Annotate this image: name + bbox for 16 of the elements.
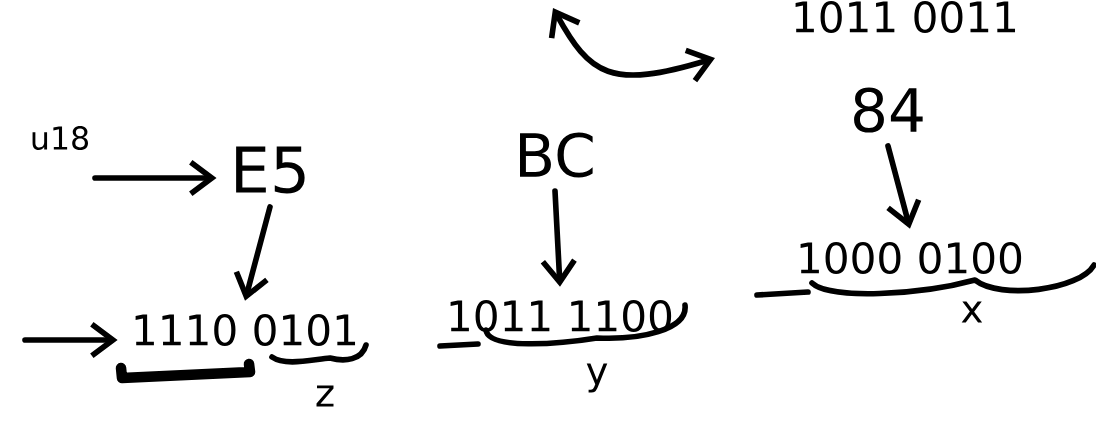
hand-label: u18 bbox=[32, 126, 88, 150]
hand-text: 1011 1100 bbox=[450, 300, 672, 332]
hand-label: z bbox=[316, 385, 334, 407]
arrow bbox=[92, 159, 217, 197]
hand-text: 1000 0100 bbox=[800, 242, 1022, 274]
hand-label: y bbox=[586, 363, 608, 393]
arrow bbox=[885, 143, 922, 229]
arrow bbox=[540, 188, 577, 287]
hand-label: x bbox=[961, 301, 983, 323]
arrow bbox=[22, 321, 118, 359]
hand-text: 1110 0101 bbox=[135, 314, 356, 346]
hand-text: E5 bbox=[236, 146, 305, 194]
hand-text: BC bbox=[520, 132, 593, 178]
hand-text: 84 bbox=[854, 87, 923, 133]
arrow bbox=[233, 204, 273, 301]
hand-text: 1011 0011 bbox=[795, 1, 1015, 33]
